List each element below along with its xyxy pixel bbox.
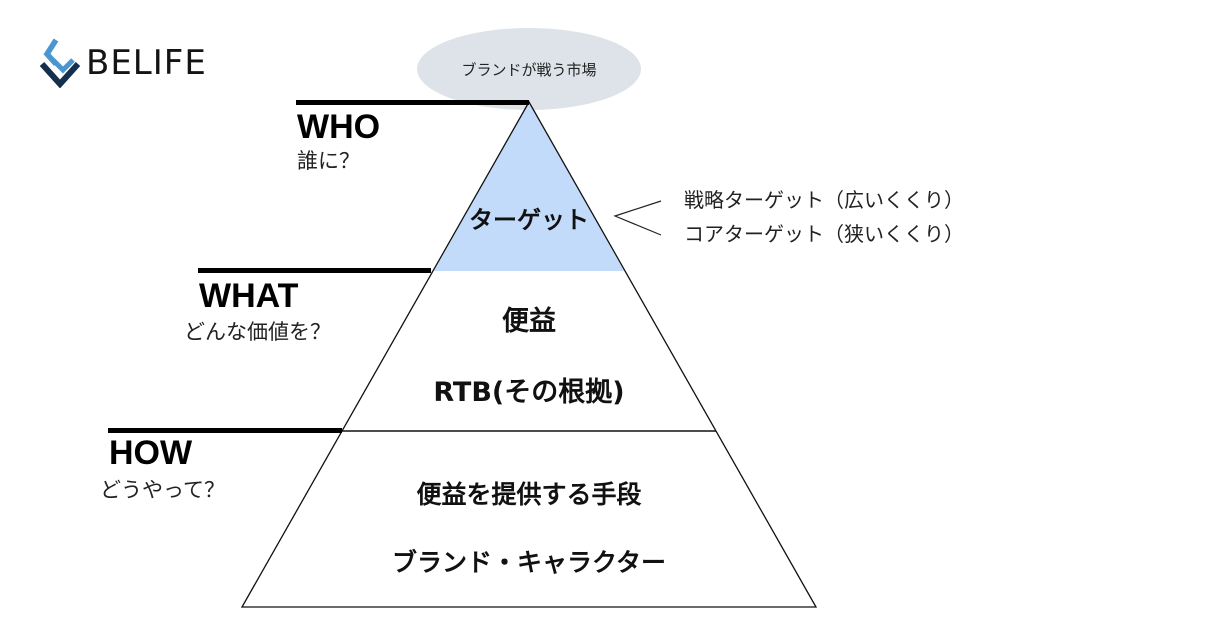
strategic-target-text: 戦略ターゲット（広いくくり） <box>684 188 964 212</box>
benefit-label: 便益 <box>502 306 556 337</box>
core-target-text: コアターゲット（狭いくくり） <box>684 222 964 246</box>
target-label: ターゲット <box>469 206 589 234</box>
brand-name: BELIFE <box>86 43 207 83</box>
market-label: ブランドが戦う市場 <box>461 61 597 79</box>
brand-logo: BELIFE <box>40 38 207 88</box>
who-bar <box>296 100 529 105</box>
who-heading: WHO <box>297 108 381 146</box>
chevron-arrow-logo-icon <box>40 38 80 88</box>
what-heading: WHAT <box>199 277 299 315</box>
pyramid-outline <box>240 100 818 608</box>
how-question: どうやって？ <box>100 478 225 502</box>
means-label: 便益を提供する手段 <box>416 480 642 509</box>
rtb-label: RTB(その根拠) <box>433 377 625 408</box>
who-question: 誰に？ <box>297 149 360 173</box>
what-bar <box>198 268 431 273</box>
bracket-icon <box>613 200 662 236</box>
how-bar <box>108 428 342 433</box>
how-heading: HOW <box>109 434 193 472</box>
market-ellipse <box>417 28 641 110</box>
pyramid-top-tier <box>434 102 624 271</box>
what-question: どんな価値を？ <box>184 320 331 344</box>
brand-character-label: ブランド・キャラクター <box>391 548 666 577</box>
